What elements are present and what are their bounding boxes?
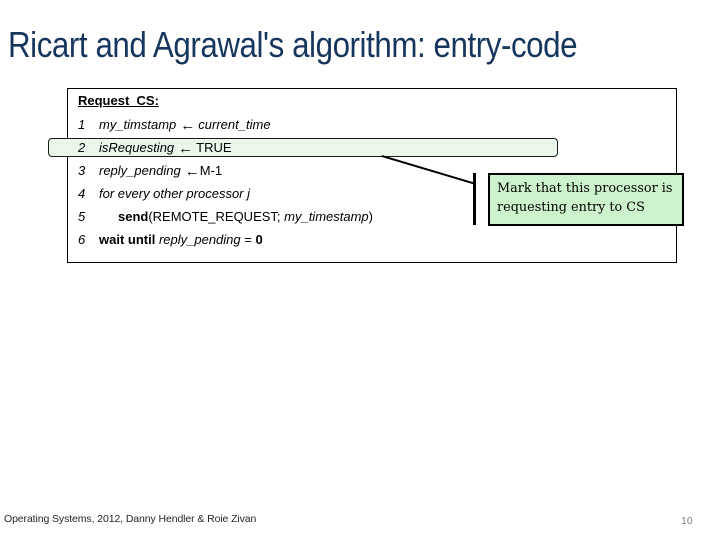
assign-arrow-icon: ← [180,117,196,134]
assign-arrow-icon: ← [178,140,194,157]
code-line-4: 4 for every other processor j [78,186,250,202]
line-number: 3 [78,163,86,178]
line-number: 2 [78,140,86,155]
code-args: (REMOTE_REQUEST; [148,209,285,224]
highlight-line-2-box [48,138,558,157]
line-number: 6 [78,232,86,247]
code-variable: my_timstamp [99,117,177,132]
code-value: M-1 [199,163,223,178]
callout-connector-bar [473,173,476,225]
code-arg-name: my_timestamp [284,209,369,224]
code-keyword: send [118,209,149,224]
code-variable: reply_pending [99,163,181,178]
code-line-5: 5 send(REMOTE_REQUEST; my_timestamp) [78,209,373,225]
line-number: 5 [78,209,86,224]
code-args-close: ) [368,209,374,224]
code-value: current_time [198,117,271,132]
code-line-2: 2 isRequesting←TRUE [78,140,232,157]
line-number: 1 [78,117,86,132]
code-variable: isRequesting [99,140,175,155]
code-operator: = [240,232,256,247]
assign-arrow-icon: ← [184,163,200,180]
code-variable: reply_pending [158,232,241,247]
page-title: Ricart and Agrawal's algorithm: entry-co… [8,24,578,65]
line-number: 4 [78,186,86,201]
code-value: TRUE [196,140,232,155]
code-line-3: 3 reply_pending←M-1 [78,163,222,180]
code-keyword: wait until [99,232,159,247]
code-value: 0 [255,232,263,247]
code-heading: Request_CS: [78,93,159,108]
callout-note: Mark that this processor is requesting e… [488,173,684,226]
footer-credits: Operating Systems, 2012, Danny Hendler &… [4,513,257,525]
code-line-1: 1 my_timstamp←current_time [78,117,271,134]
page-number: 10 [681,515,693,527]
code-statement: for every other processor j [99,186,251,201]
code-line-6: 6 wait until reply_pending = 0 [78,232,263,248]
